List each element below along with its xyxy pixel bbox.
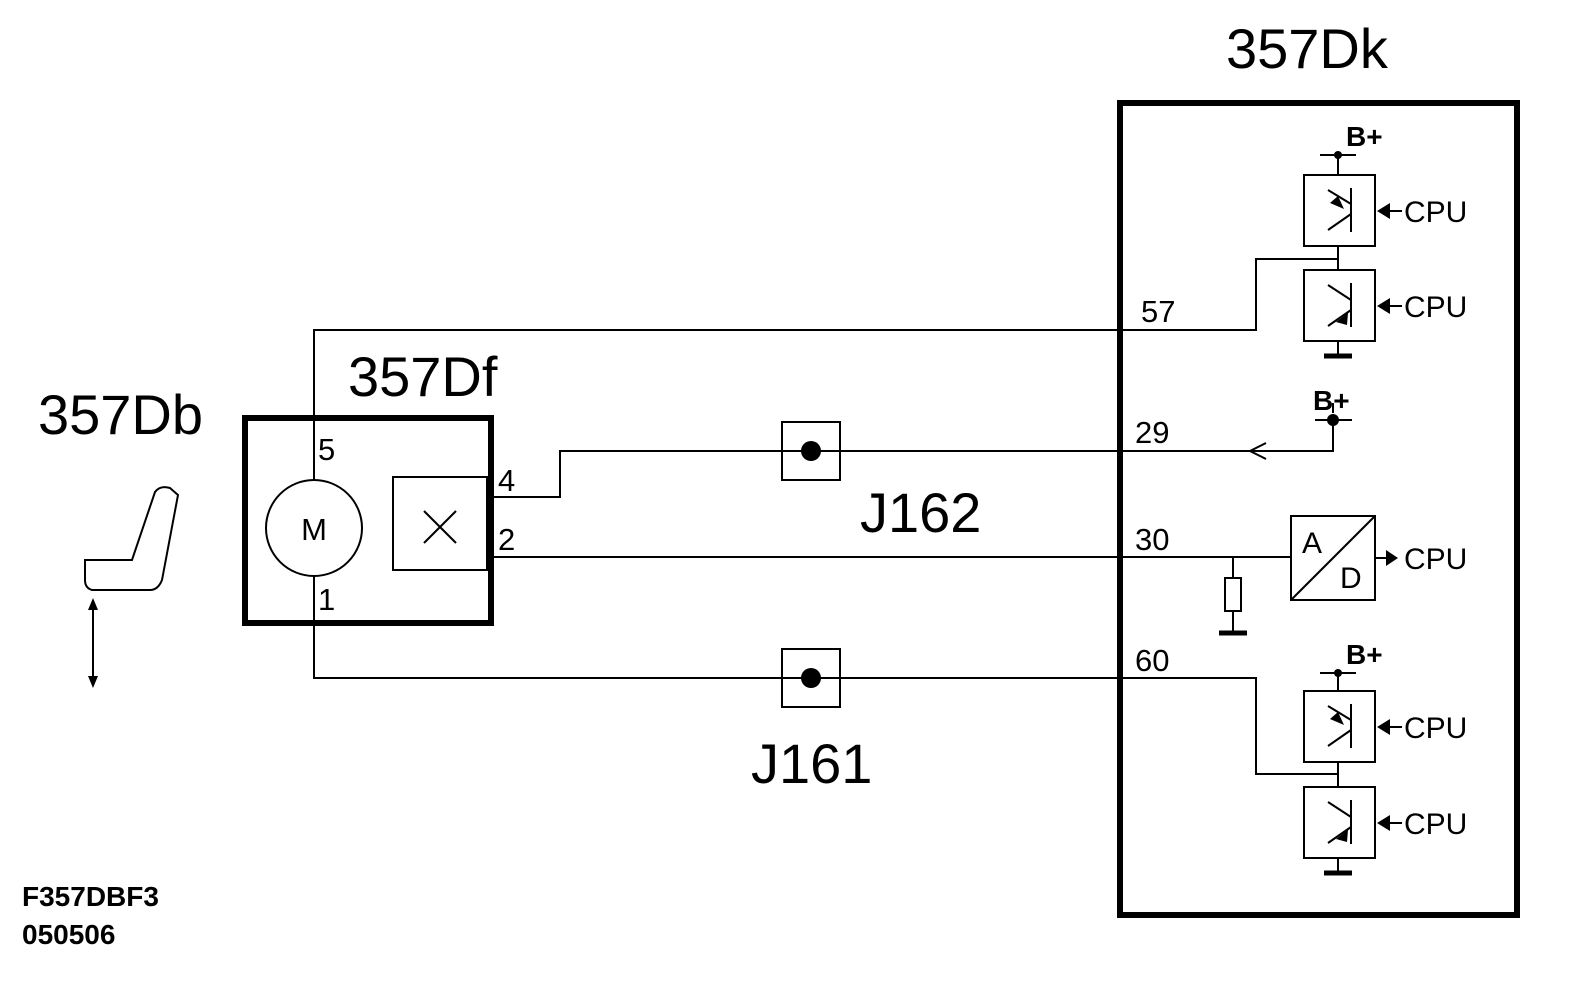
lower-low-side-switch xyxy=(1303,786,1376,876)
ecu-pin-29: 29 xyxy=(1135,415,1169,450)
cpu-input-4 xyxy=(1377,815,1402,831)
cpu-label-2: CPU xyxy=(1404,291,1467,324)
cpu-label-4: CPU xyxy=(1404,808,1467,841)
cpu-label-1: CPU xyxy=(1404,196,1467,229)
motor-pin-2: 2 xyxy=(498,522,515,557)
adc-d-label: D xyxy=(1340,562,1362,595)
pin29-supply-label: B+ xyxy=(1313,385,1350,416)
reference-code: F357DBF3 xyxy=(22,881,159,912)
junction-j162 xyxy=(781,421,841,481)
ecu-pin-30: 30 xyxy=(1135,522,1169,557)
ecu-pin-57: 57 xyxy=(1141,294,1175,329)
reference-date: 050506 xyxy=(22,919,115,950)
wire-60 xyxy=(313,576,1338,775)
wire-57 xyxy=(313,258,1338,480)
wire-30 xyxy=(491,556,1291,636)
cpu-input-3 xyxy=(1377,719,1402,735)
cpu-input-2 xyxy=(1377,298,1402,314)
motor-unit-box xyxy=(242,415,494,626)
motor-pin-1: 1 xyxy=(318,582,335,617)
upper-low-side-switch xyxy=(1303,269,1376,359)
motor-unit-label: 357Df xyxy=(348,345,498,408)
motor-pin-5: 5 xyxy=(318,432,335,467)
position-sensor xyxy=(392,476,488,571)
wire-29 xyxy=(491,403,1352,498)
motor-symbol-label: M xyxy=(301,512,327,547)
motor-symbol: M xyxy=(265,479,363,577)
junction-j161 xyxy=(781,648,841,708)
control-unit-label: 357Dk xyxy=(1226,17,1389,80)
ecu-pin-60: 60 xyxy=(1135,643,1169,678)
cpu-label-adc: CPU xyxy=(1404,543,1467,576)
junction-j161-label: J161 xyxy=(751,732,872,795)
cpu-label-3: CPU xyxy=(1404,712,1467,745)
lower-supply-label: B+ xyxy=(1346,639,1383,670)
cpu-input-1 xyxy=(1377,203,1402,219)
seat-icon xyxy=(84,486,180,688)
upper-high-side-switch xyxy=(1303,151,1376,270)
upper-supply-label: B+ xyxy=(1346,121,1383,152)
ad-converter: A D xyxy=(1290,515,1398,601)
control-unit-box xyxy=(1117,100,1520,918)
junction-j162-label: J162 xyxy=(860,481,981,544)
lower-high-side-switch xyxy=(1303,669,1376,787)
seat-label: 357Db xyxy=(38,383,203,446)
adc-a-label: A xyxy=(1302,527,1322,560)
motor-pin-4: 4 xyxy=(498,463,515,498)
